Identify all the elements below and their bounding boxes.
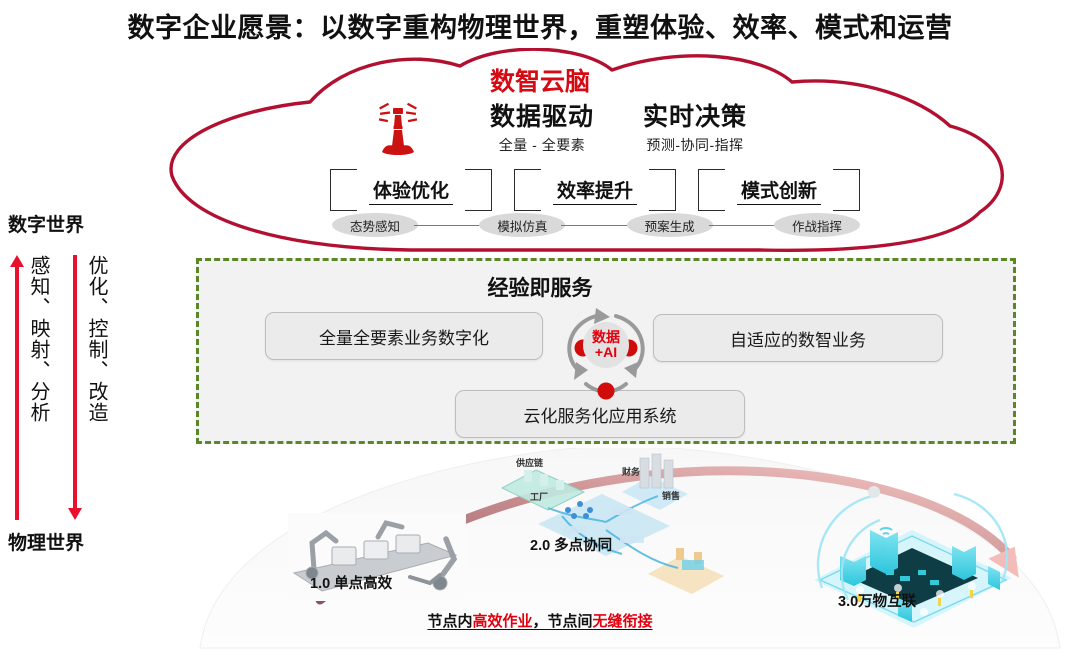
pillar-label-0: 体验优化 [368, 175, 453, 205]
stage-caption-3: 3.0万物互联 [838, 594, 917, 610]
pill-chain: 态势感知 模拟仿真 预案生成 作战指挥 [332, 212, 860, 238]
pill-1[interactable]: 模拟仿真 [479, 213, 566, 237]
mini-label-supply-chain: 供应链 [516, 458, 544, 468]
pillar-group: 体验优化 效率提升 模式创新 [330, 169, 860, 212]
footer-seg-2: ，节点间 [532, 613, 593, 630]
pillar-efficiency[interactable]: 效率提升 [514, 169, 676, 211]
lighthouse-icon [378, 102, 418, 155]
footer-highlight-2: 无缝衔接 [592, 613, 653, 630]
cloud-brain-title: 数智云脑 [489, 68, 590, 96]
eaas-title: 经验即服务 [487, 277, 593, 300]
pillar-label-2: 模式创新 [736, 175, 821, 205]
pillar-experience[interactable]: 体验优化 [330, 169, 492, 211]
evolution-illustration [199, 448, 1061, 649]
mini-label-sales: 销售 [662, 491, 681, 501]
footer-highlight-1: 高效作业 [472, 613, 533, 630]
stage-caption-1: 1.0 单点高效 [310, 576, 393, 592]
pill-3[interactable]: 作战指挥 [773, 213, 860, 237]
page-title: 数字企业愿景：以数字重构物理世界，重塑体验、效率、模式和运营 [127, 13, 953, 43]
mini-label-factory: 工厂 [530, 492, 549, 502]
driver-block-0: 数据驱动 全量 - 全要素 [452, 103, 632, 155]
pill-connector-1 [561, 224, 631, 226]
core-line-1: 数据 [592, 329, 620, 346]
label-physical-world: 物理世界 [8, 533, 85, 554]
driver-block-1: 实时决策 预测-协同-指挥 [590, 103, 800, 155]
axis-text-0: 感知、映射、分析 [27, 255, 49, 423]
footer-seg-1: 节点内 [427, 613, 473, 630]
pill-connector-2 [708, 224, 778, 226]
driver-sub-1: 预测-协同-指挥 [646, 136, 744, 153]
driver-sub-0: 全量 - 全要素 [498, 136, 586, 153]
mini-label-finance: 财务 [622, 467, 641, 477]
up-arrow-icon [9, 255, 24, 520]
label-digital-world: 数字世界 [8, 215, 85, 236]
stage-caption-2: 2.0 多点协同 [530, 538, 613, 554]
pill-0[interactable]: 态势感知 [332, 213, 418, 237]
eaas-box-adaptive-business[interactable]: 自适应的数智业务 [653, 314, 943, 362]
data-ai-core: 数据 +AI [583, 322, 629, 368]
axis-column-control: 优化、控制、改造 [67, 255, 107, 520]
footer-note: 节点内高效作业，节点间无缝衔接 [0, 610, 1080, 631]
eaas-box-cloud-services[interactable]: 云化服务化应用系统 [455, 390, 745, 438]
pill-connector-0 [414, 224, 484, 226]
driver-main-0: 数据驱动 [489, 103, 594, 131]
core-line-2: +AI [594, 344, 618, 360]
down-arrow-icon [67, 255, 82, 520]
driver-main-1: 实时决策 [642, 103, 747, 131]
pillar-model-innovation[interactable]: 模式创新 [698, 169, 860, 211]
eaas-box-digitalization[interactable]: 全量全要素业务数字化 [265, 312, 543, 360]
axis-text-1: 优化、控制、改造 [85, 255, 107, 423]
axis-column-sense: 感知、映射、分析 [9, 255, 49, 520]
pillar-label-1: 效率提升 [552, 175, 637, 205]
pill-2[interactable]: 预案生成 [626, 213, 713, 237]
